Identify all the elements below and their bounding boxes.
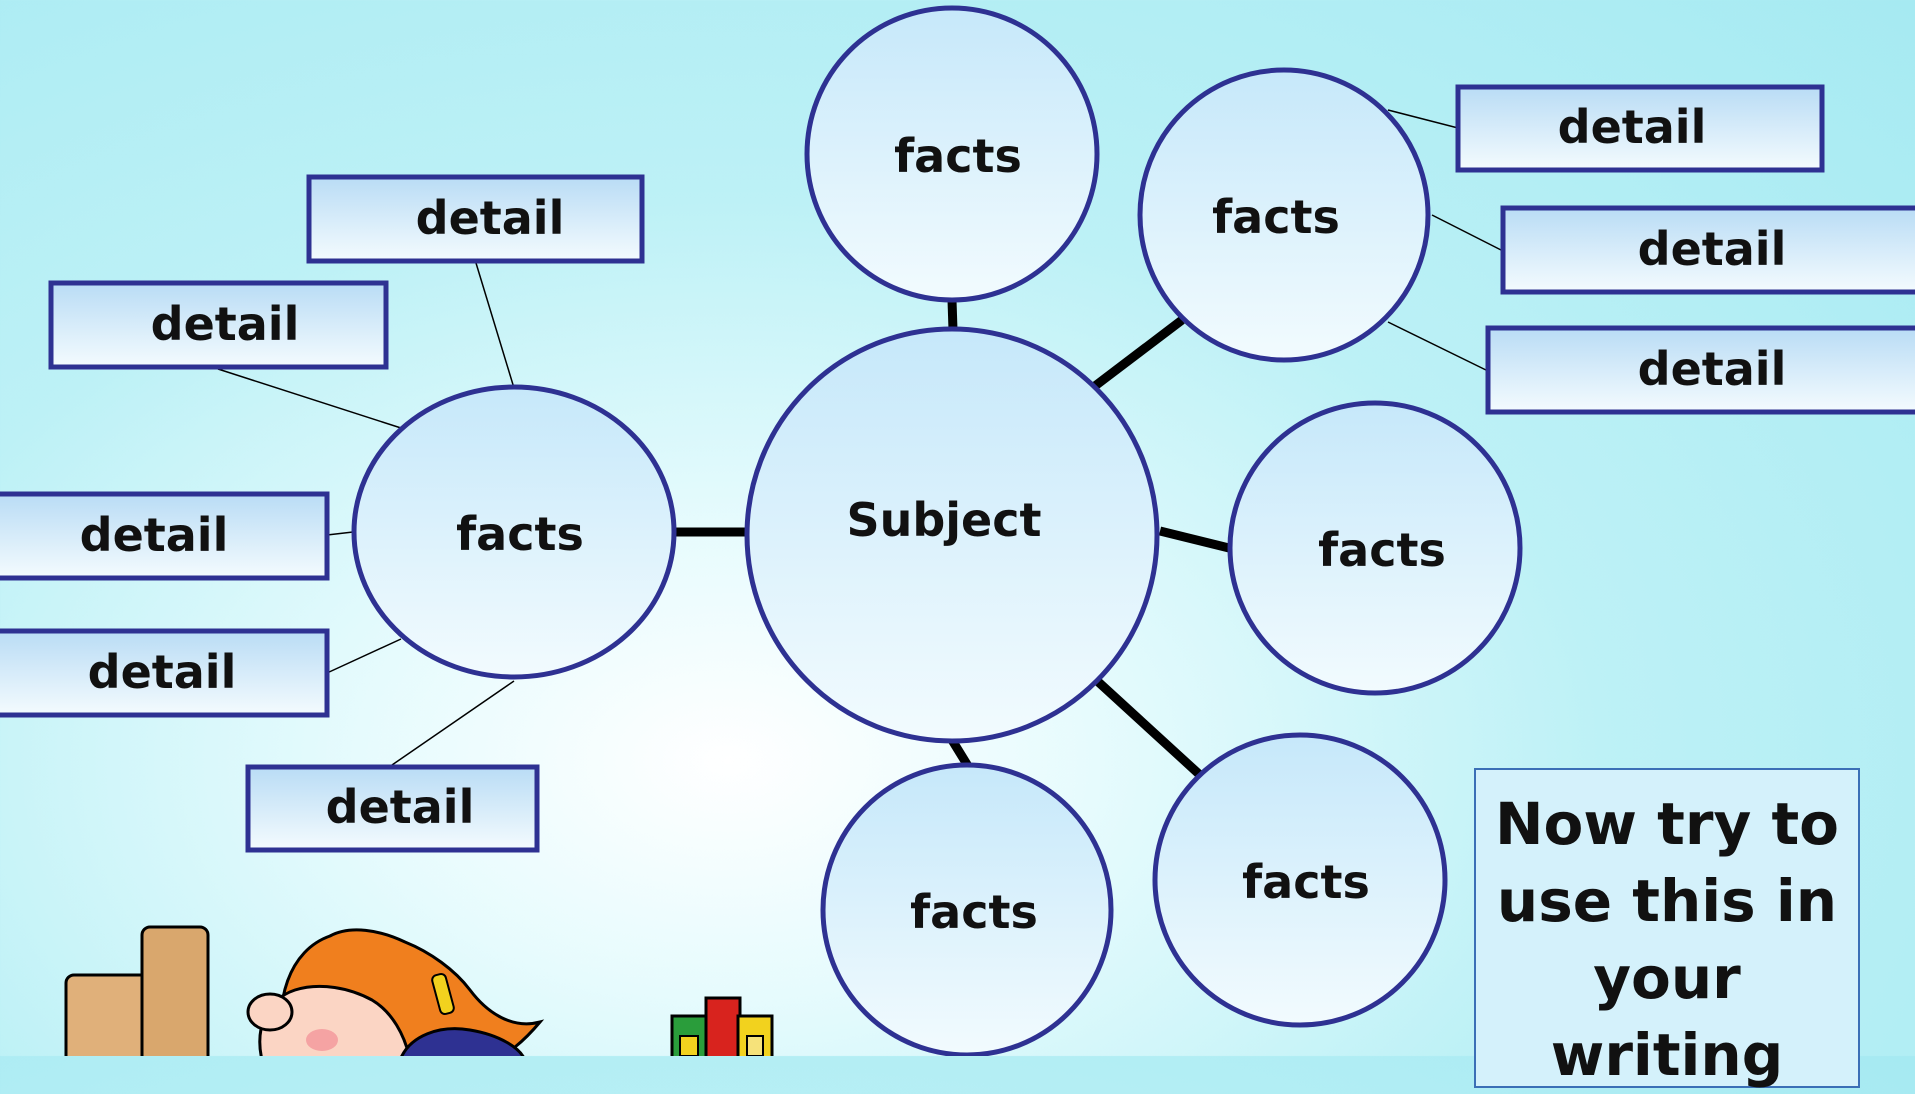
connector-top-right — [1092, 316, 1185, 390]
detail-box: detail — [1485, 325, 1915, 415]
detail-box: detail — [1455, 84, 1825, 173]
detail-connector — [391, 680, 515, 766]
connector-bottom — [948, 737, 972, 769]
detail-label: detail — [1638, 222, 1787, 276]
detail-connector — [1431, 214, 1504, 252]
detail-label: detail — [151, 297, 300, 351]
detail-label: detail — [80, 508, 229, 562]
detail-connector — [326, 531, 354, 536]
bubble-map-diagram: Subject facts facts facts facts facts fa… — [0, 5, 1915, 1056]
facts-bubble-top-right: facts — [1137, 67, 1431, 363]
girl-hair-tie — [431, 972, 455, 1016]
detail-rect — [0, 628, 330, 718]
connector-bottom-right — [1090, 674, 1204, 779]
connector-right — [1158, 526, 1231, 553]
detail-connector — [326, 638, 402, 674]
subject-bubble: Subject — [744, 326, 1160, 744]
facts-circle — [351, 384, 677, 680]
facts-label: facts — [894, 129, 1022, 183]
detail-label: detail — [416, 191, 565, 245]
detail-box: detail — [1500, 205, 1915, 295]
detail-rect — [48, 280, 389, 370]
facts-circle — [1152, 732, 1448, 1028]
girl-shirt — [400, 1027, 525, 1056]
facts-label: facts — [1318, 523, 1446, 577]
facts-bubble-bottom-right: facts — [1152, 732, 1448, 1028]
instruction-note: Now try to use this in your writing — [1474, 768, 1860, 1089]
detail-rect — [1455, 84, 1825, 173]
detail-box: detail — [245, 764, 540, 853]
girl-cheek — [306, 1029, 338, 1051]
detail-connector — [1387, 321, 1489, 372]
book-green-label — [679, 1035, 699, 1056]
facts-label: facts — [910, 885, 1038, 939]
subject-circle — [744, 326, 1160, 744]
detail-rect — [1485, 325, 1915, 415]
detail-rect — [1500, 205, 1915, 295]
book-stand-front — [140, 925, 210, 1056]
facts-circle — [804, 5, 1100, 303]
detail-connectors — [217, 109, 1504, 766]
facts-circle — [820, 762, 1114, 1056]
facts-circle — [1137, 67, 1431, 363]
subject-connectors — [676, 299, 1231, 779]
detail-connector — [475, 262, 515, 389]
facts-bubble-top: facts — [804, 5, 1100, 303]
facts-label: facts — [1212, 190, 1340, 244]
book-red — [704, 996, 742, 1056]
detail-label: detail — [88, 645, 237, 699]
facts-label: facts — [1242, 855, 1370, 909]
detail-label: detail — [1638, 342, 1787, 396]
subject-label: Subject — [846, 493, 1041, 547]
detail-rect — [245, 764, 540, 853]
detail-box: detail — [0, 628, 330, 718]
detail-box: detail — [48, 280, 389, 370]
girl-nose — [246, 992, 294, 1032]
detail-rect — [0, 491, 330, 581]
detail-label: detail — [326, 780, 475, 834]
books-icon — [670, 996, 774, 1056]
detail-label: detail — [1558, 100, 1707, 154]
facts-bubble-right: facts — [1227, 400, 1523, 696]
facts-circle — [1227, 400, 1523, 696]
book-yellow-label — [746, 1035, 764, 1056]
girl-reading-icon — [64, 925, 545, 1056]
detail-box: detail — [0, 491, 330, 581]
detail-box: detail — [306, 174, 645, 264]
detail-rect — [306, 174, 645, 264]
detail-connector — [1387, 109, 1459, 129]
facts-bubble-left: facts — [351, 384, 677, 680]
facts-bubble-bottom: facts — [820, 762, 1114, 1056]
connector-top — [947, 299, 958, 331]
detail-connector — [217, 368, 402, 429]
facts-label: facts — [456, 507, 584, 561]
